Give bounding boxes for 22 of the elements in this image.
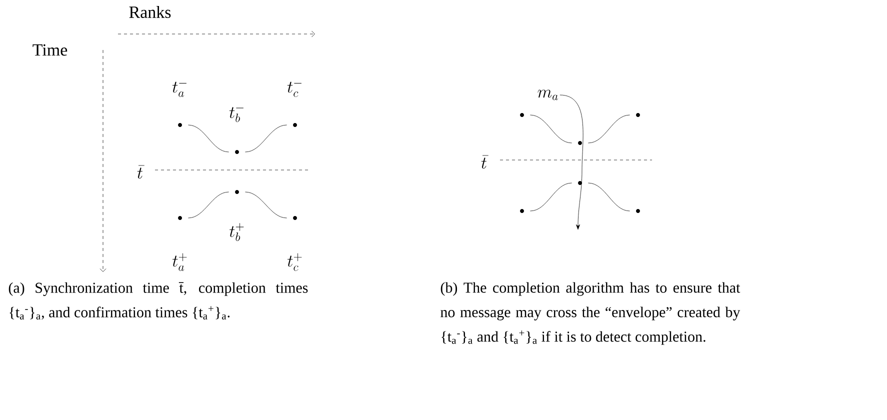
curve: [188, 192, 229, 218]
curve: [530, 114, 572, 144]
curve: [588, 114, 630, 144]
message-label: $m_a$: [538, 90, 558, 100]
curve: [245, 192, 287, 218]
curve: [588, 182, 630, 212]
time-label: $t_a^+$: [172, 253, 187, 271]
line-label: $\bar{t}$: [481, 155, 488, 169]
arrow: [560, 94, 584, 230]
line-label: $\bar{t}$: [137, 165, 144, 179]
axis-label: Ranks: [129, 6, 171, 18]
curve: [245, 124, 287, 152]
time-label: $t_b^+$: [230, 223, 244, 241]
curve: [188, 124, 229, 152]
time-label: $t_a^-$: [172, 82, 186, 97]
caption: (a) Synchronization time t̄, completion times {t$_{a}$$^{-}$}$_{a}$, and confirmation times {t$_{a}$$^{+}$}$_{a}$.: [8, 282, 308, 320]
time-label: $t_b^-$: [229, 107, 244, 122]
curve: [530, 182, 572, 212]
time-label: $t_c^+$: [288, 253, 302, 271]
caption: (b) The completion algorithm has to ensure that no message may cross the “envelope” created by {t$_{a}$$^{-}$}$_{a}$ and {t$_{a}$$^{+}$}$_{a}$ if it is to detect completion.: [440, 282, 740, 345]
axis-label: Time: [32, 44, 68, 56]
time-label: $t_c^-$: [287, 82, 302, 97]
